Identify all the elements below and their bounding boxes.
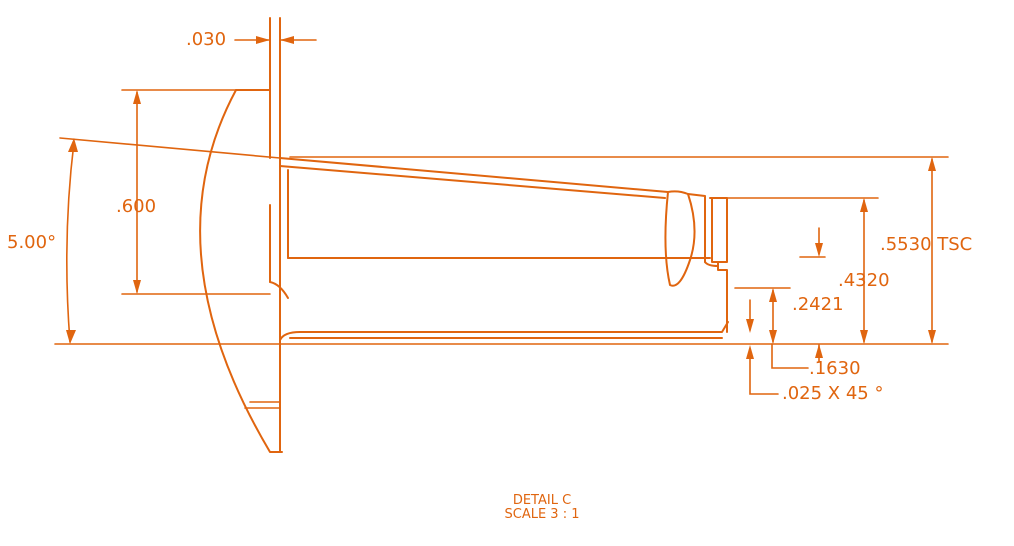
part-outline xyxy=(199,17,729,453)
extension-lines xyxy=(54,89,949,345)
taper-line-lower xyxy=(279,165,666,199)
flange-detail-lines xyxy=(244,401,281,409)
taper-line-upper xyxy=(279,157,669,193)
groove-profile xyxy=(664,190,696,287)
caption: DETAIL C SCALE 3 : 1 xyxy=(462,494,622,521)
dim-2421: .2421 xyxy=(792,294,844,315)
groove-back-edge xyxy=(687,193,706,263)
dim-tsc: .5530 TSC xyxy=(880,234,973,255)
shank-lower-line xyxy=(299,321,729,333)
dimension-lines xyxy=(66,36,936,395)
flange-bottom-fillet xyxy=(269,281,289,299)
end-fillet xyxy=(704,261,719,267)
dim-flange-height: .600 xyxy=(116,196,157,217)
dim-thickness: .030 xyxy=(186,29,227,50)
shank-fillet xyxy=(279,331,301,341)
dim-taper-angle: 5.00° xyxy=(7,232,57,253)
dim-4320: .4320 xyxy=(838,270,890,291)
dim-chamfer: .025 X 45 ° xyxy=(782,383,884,404)
caption-detail: DETAIL C xyxy=(512,493,572,508)
caption-scale: SCALE 3 : 1 xyxy=(504,506,580,522)
dim-1630: .1630 xyxy=(809,358,861,379)
flange-curved-profile xyxy=(199,89,283,453)
